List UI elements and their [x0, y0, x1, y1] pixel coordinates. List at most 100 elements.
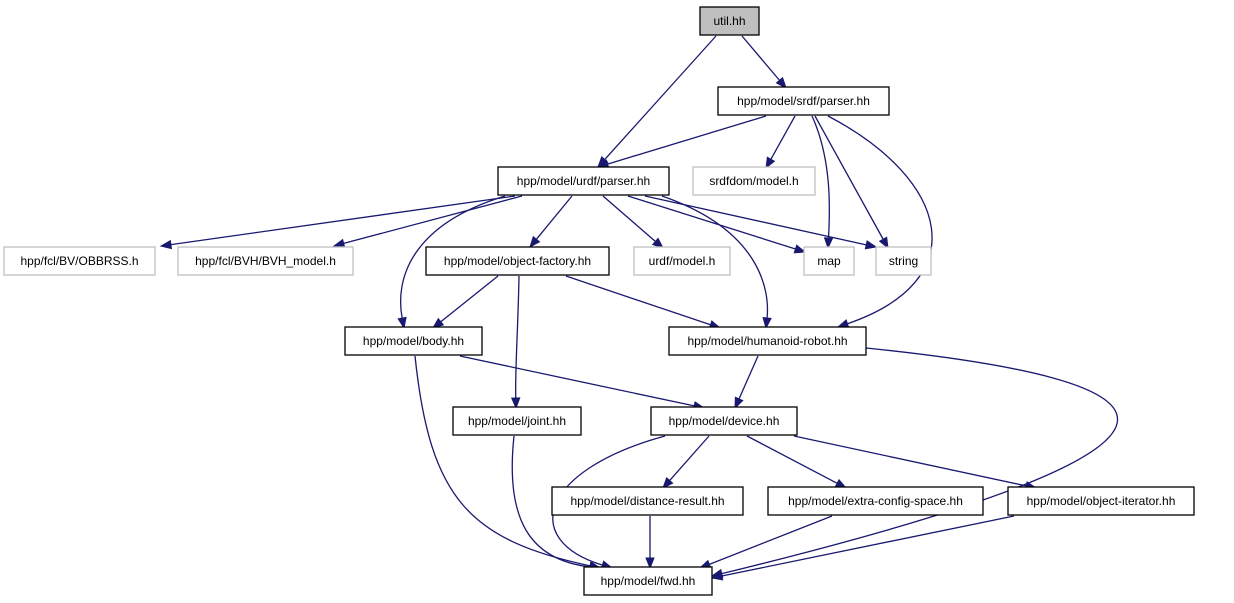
- node-object-factory[interactable]: hpp/model/object-factory.hh: [425, 246, 610, 276]
- edge-body-to-fwd: [414, 355, 602, 571]
- node-extra-config-space[interactable]: hpp/model/extra-config-space.hh: [767, 486, 984, 516]
- edge-urdf_parser-to-obbrss: [159, 195, 516, 250]
- edge-object_iterator-to-fwd: [710, 515, 1015, 581]
- edge-line: [602, 195, 656, 242]
- edge-srdf_parser-to-map: [811, 115, 834, 250]
- node-box: [3, 246, 156, 276]
- arrowhead: [878, 236, 889, 250]
- node-label: hpp/model/joint.hh: [468, 414, 566, 428]
- node-bvh-model[interactable]: hpp/fcl/BVH/BVH_model.h: [177, 246, 354, 276]
- node-box: [699, 6, 760, 36]
- arrowhead: [332, 238, 346, 248]
- node-label: hpp/fcl/BVH/BVH_model.h: [195, 254, 336, 268]
- node-object-iterator[interactable]: hpp/model/object-iterator.hh: [1007, 486, 1195, 516]
- node-device[interactable]: hpp/model/device.hh: [650, 406, 798, 436]
- edge-line: [535, 195, 573, 240]
- edge-distance_result-to-fwd: [645, 516, 655, 570]
- arrowhead: [775, 76, 787, 90]
- node-box: [497, 166, 670, 196]
- edge-urdf_parser-to-bvh_model: [332, 195, 523, 248]
- edge-line: [565, 275, 711, 326]
- edge-line: [170, 195, 516, 246]
- node-label: urdf/model.h: [649, 254, 716, 268]
- edge-srdf_parser-to-humanoid_robot: [827, 115, 933, 329]
- node-label: hpp/model/object-iterator.hh: [1027, 494, 1176, 508]
- edge-extra_config_space-to-fwd: [698, 515, 833, 569]
- node-box: [1007, 486, 1195, 516]
- edge-line: [793, 435, 1027, 487]
- node-string[interactable]: string: [875, 246, 932, 276]
- node-box: [650, 406, 798, 436]
- node-label: hpp/model/humanoid-robot.hh: [687, 334, 847, 348]
- node-joint[interactable]: hpp/model/joint.hh: [452, 406, 582, 436]
- edge-line: [721, 347, 1118, 575]
- node-box: [551, 486, 744, 516]
- edge-object_factory-to-body: [431, 275, 499, 329]
- arrowhead: [662, 476, 674, 490]
- edge-urdf_parser-to-object_factory: [529, 195, 573, 249]
- node-box: [717, 86, 890, 116]
- edge-humanoid_robot-to-fwd: [710, 347, 1118, 579]
- arrowhead: [529, 235, 541, 249]
- node-map[interactable]: map: [803, 246, 855, 276]
- arrowhead: [765, 156, 776, 170]
- node-srdfdom-model[interactable]: srdfdom/model.h: [692, 166, 816, 196]
- node-label: hpp/model/device.hh: [669, 414, 780, 428]
- edge-device-to-object_iterator: [793, 435, 1038, 491]
- arrowhead: [397, 316, 407, 330]
- edge-line: [511, 435, 591, 568]
- node-box: [583, 566, 713, 596]
- edge-line: [414, 355, 591, 567]
- arrowhead: [645, 557, 655, 570]
- edge-line: [746, 435, 838, 484]
- node-label: string: [889, 254, 918, 268]
- node-urdf-model[interactable]: urdf/model.h: [633, 246, 731, 276]
- node-box: [452, 406, 582, 436]
- node-humanoid-robot[interactable]: hpp/model/humanoid-robot.hh: [668, 326, 867, 356]
- node-box: [177, 246, 354, 276]
- edge-humanoid_robot-to-device: [734, 355, 759, 410]
- edge-line: [440, 275, 499, 323]
- arrowhead: [793, 244, 807, 254]
- node-distance-result[interactable]: hpp/model/distance-result.hh: [551, 486, 744, 516]
- edge-line: [721, 515, 1015, 577]
- node-label: hpp/model/body.hh: [363, 334, 464, 348]
- node-body[interactable]: hpp/model/body.hh: [344, 326, 483, 356]
- edge-line: [741, 35, 781, 81]
- edge-object_factory-to-joint: [510, 275, 521, 410]
- edge-line: [770, 115, 796, 160]
- node-box: [344, 326, 483, 356]
- edge-line: [669, 435, 710, 481]
- arrowhead: [710, 571, 724, 581]
- edge-line: [627, 195, 796, 250]
- arrowhead: [864, 240, 878, 250]
- edge-line: [827, 115, 933, 325]
- edge-body-to-device: [459, 355, 706, 411]
- node-label: srdfdom/model.h: [709, 174, 798, 188]
- node-srdf-parser[interactable]: hpp/model/srdf/parser.hh: [717, 86, 890, 116]
- edge-line: [738, 355, 759, 400]
- edge-urdf_parser-to-map: [627, 195, 807, 254]
- node-urdf-parser[interactable]: hpp/model/urdf/parser.hh: [497, 166, 670, 196]
- arrowhead: [651, 237, 665, 249]
- arrowhead: [823, 237, 834, 250]
- edge-util-to-srdf_parser: [741, 35, 787, 90]
- edge-urdf_parser-to-urdf_model: [602, 195, 665, 249]
- node-box: [803, 246, 855, 276]
- edge-line: [399, 195, 506, 319]
- edge-srdf_parser-to-srdfdom_model: [765, 115, 796, 170]
- node-label: hpp/model/srdf/parser.hh: [737, 94, 870, 108]
- node-box: [875, 246, 932, 276]
- edge-line: [709, 515, 833, 565]
- node-fwd[interactable]: hpp/model/fwd.hh: [583, 566, 713, 596]
- edge-urdf_parser-to-body: [397, 195, 506, 330]
- node-label: hpp/model/extra-config-space.hh: [788, 494, 963, 508]
- node-label: hpp/model/distance-result.hh: [570, 494, 724, 508]
- node-label: hpp/model/fwd.hh: [601, 574, 696, 588]
- node-util[interactable]: util.hh: [699, 6, 760, 36]
- edge-object_factory-to-humanoid_robot: [565, 275, 722, 330]
- node-label: map: [817, 254, 841, 268]
- node-obbrss[interactable]: hpp/fcl/BV/OBBRSS.h: [3, 246, 156, 276]
- edge-line: [644, 195, 867, 246]
